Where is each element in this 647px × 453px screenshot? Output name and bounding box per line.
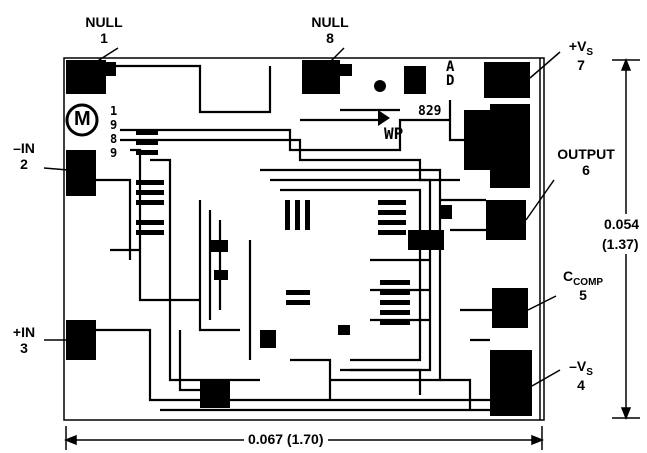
pad-vs-pos: [484, 62, 530, 98]
pin-name: OUTPUT: [557, 146, 615, 162]
pin-number: 6: [582, 162, 590, 178]
pin-label-output: OUTPUT 6: [548, 146, 624, 178]
pin-label-in-pos: +IN 3: [4, 324, 44, 356]
height-dimension-label-in: 0.054: [604, 214, 640, 234]
pad-null-1: [66, 60, 106, 94]
pin-number: 4: [577, 377, 585, 393]
pin-subscript: S: [586, 47, 594, 58]
pin-number: 3: [20, 340, 28, 356]
die-year-mark: 1989: [110, 104, 118, 160]
pin-subscript: COMP: [573, 277, 604, 288]
pin-name: +IN: [12, 324, 36, 340]
pad-ccomp: [492, 288, 528, 328]
die-initials-mark: WP: [384, 124, 404, 143]
pad-vs-neg: [490, 350, 532, 416]
height-dimension-label-mm: (1.37): [602, 234, 639, 254]
pin-number: 5: [579, 287, 587, 303]
pin-name: –IN: [13, 140, 35, 156]
pin-name: +V: [568, 38, 587, 54]
width-dimension-label: 0.067 (1.70): [244, 431, 328, 447]
pad-null-8: [302, 60, 340, 94]
pad-in-neg: [66, 150, 96, 196]
pin-number: 2: [20, 156, 28, 172]
pin-label-vs-pos: +VS 7: [556, 38, 606, 73]
pin-name: –V: [569, 358, 587, 374]
pin-name: NULL: [85, 14, 123, 30]
pin-label-ccomp: CCOMP 5: [548, 268, 618, 303]
pin-name: NULL: [311, 14, 349, 30]
leader-lines: [43, 47, 561, 387]
pin-subscript: S: [586, 367, 593, 378]
pad-in-pos: [66, 320, 96, 360]
pin-number: 1: [100, 30, 108, 46]
pin-label-null-1: NULL 1: [80, 14, 128, 46]
pin-number: 8: [326, 30, 334, 46]
pin-label-in-neg: –IN 2: [4, 140, 44, 172]
pin-label-vs-neg: –VS 4: [556, 358, 606, 393]
transistor-arrays: [136, 110, 452, 408]
circuit-traces: [96, 64, 520, 412]
die-code-mark: 829: [418, 104, 442, 119]
logo-circle: [65, 103, 99, 137]
die-letters-mark: AD: [446, 59, 455, 89]
pin-label-null-8: NULL 8: [306, 14, 354, 46]
die-outline: [63, 57, 545, 421]
pin-number: 7: [577, 57, 585, 73]
pad-output: [486, 200, 526, 240]
pin-name: C: [562, 268, 574, 284]
die-logo-letter: M: [74, 108, 91, 130]
